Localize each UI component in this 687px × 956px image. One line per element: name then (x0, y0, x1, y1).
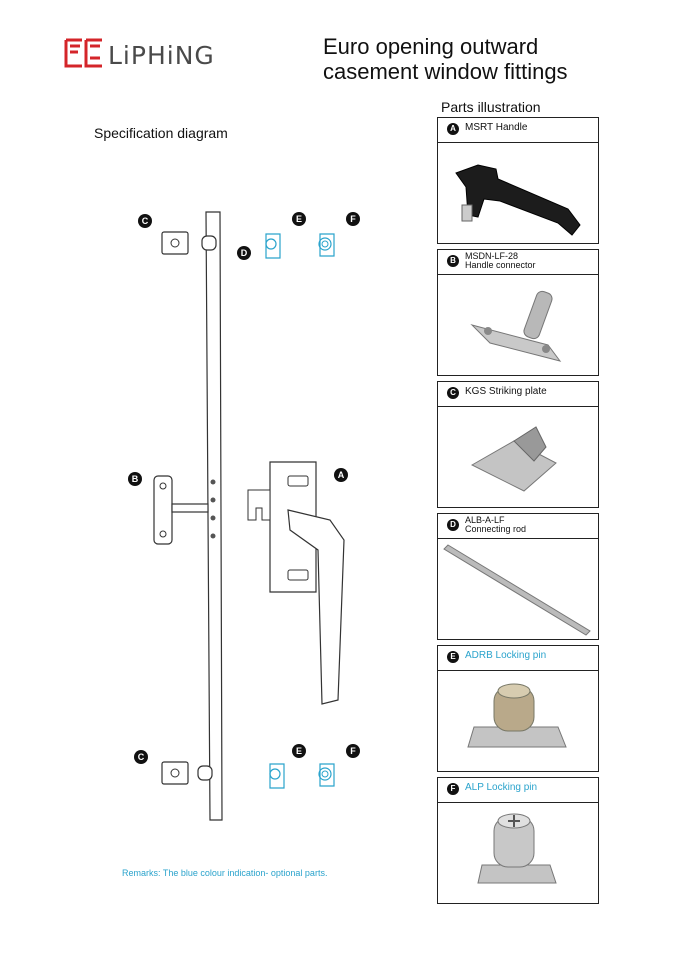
part-panel-f-header: F ALP Locking pin (438, 778, 598, 803)
part-name-a: MSRT Handle (465, 122, 528, 133)
part-name-c: KGS Striking plate (465, 386, 547, 397)
part-panel-b: B MSDN-LF-28 Handle connector (437, 249, 599, 376)
callout-b: B (128, 472, 142, 486)
part-name-e: ADRB Locking pin (465, 650, 547, 661)
part-panel-e: E ADRB Locking pin (437, 645, 599, 772)
part-badge-c: C (447, 387, 459, 399)
part-name-d: ALB-A-LF Connecting rod (465, 515, 527, 534)
callout-e-top: E (292, 212, 306, 226)
handle-lever-shape (287, 509, 345, 705)
striking-plate-image (438, 407, 598, 507)
spec-diagram-title: Specification diagram (94, 125, 228, 141)
callout-f-top: F (346, 212, 360, 226)
page-title-line2: casement window fittings (323, 59, 568, 84)
handle-connector-shape (153, 475, 173, 545)
diagram-drawing (153, 211, 345, 821)
part-panel-b-header: B MSDN-LF-28 Handle connector (438, 250, 598, 275)
handle-image (438, 143, 598, 243)
callout-e-bottom: E (292, 744, 306, 758)
alp-locking-pin-image (438, 803, 598, 903)
part-badge-a: A (447, 123, 459, 135)
callout-a: A (334, 468, 348, 482)
part-panel-a-header: A MSRT Handle (438, 118, 598, 143)
page-title: Euro opening outward casement window fit… (323, 34, 568, 84)
part-badge-e: E (447, 651, 459, 663)
part-badge-d: D (447, 519, 459, 531)
part-panel-a: A MSRT Handle (437, 117, 599, 244)
brand-logo (64, 36, 244, 70)
callout-c-bottom: C (134, 750, 148, 764)
part-panel-d-header: D ALB-A-LF Connecting rod (438, 514, 598, 539)
page-title-line1: Euro opening outward (323, 34, 539, 59)
part-name-f: ALP Locking pin (465, 782, 538, 793)
part-badge-b: B (447, 255, 459, 267)
callout-c-top: C (138, 214, 152, 228)
adrb-locking-pin-image (438, 671, 598, 771)
part-name-b: MSDN-LF-28 Handle connector (465, 251, 536, 270)
part-panel-f: F ALP Locking pin (437, 777, 599, 904)
remarks-note: Remarks: The blue colour indication- opt… (122, 868, 328, 878)
striking-plate-top-shape (161, 231, 189, 255)
part-panel-e-header: E ADRB Locking pin (438, 646, 598, 671)
logo-mark-icon (64, 38, 102, 68)
part-panel-c: C KGS Striking plate (437, 381, 599, 508)
part-panel-d: D ALB-A-LF Connecting rod (437, 513, 599, 640)
brand-name: LiPHiNG (108, 41, 215, 70)
part-badge-f: F (447, 783, 459, 795)
handle-connector-image (438, 275, 598, 375)
parts-illustration-title: Parts illustration (441, 99, 541, 115)
part-panel-c-header: C KGS Striking plate (438, 382, 598, 407)
callout-f-bottom: F (346, 744, 360, 758)
striking-plate-bottom-shape (161, 761, 189, 785)
connecting-rod-image (438, 539, 598, 639)
specification-diagram: C D E F B A C E F (120, 200, 380, 840)
callout-d: D (237, 246, 251, 260)
